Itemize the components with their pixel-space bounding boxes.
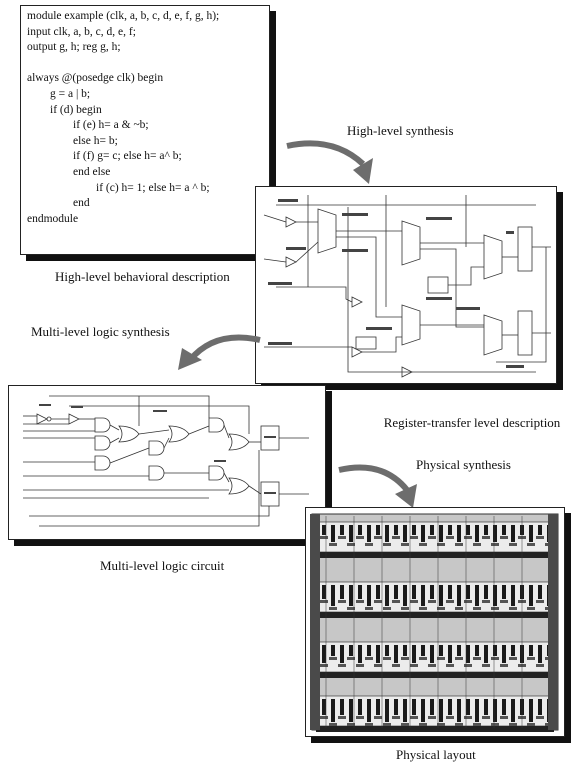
code-line: g = a | b; [27,88,90,100]
code-line: if (c) h= 1; else h= a ^ b; [27,182,210,194]
logic-circuit-label: Multi-level logic circuit [100,558,224,574]
code-line: end else [27,166,110,178]
high-level-synthesis-label: High-level synthesis [347,123,454,139]
verilog-code: module example (clk, a, b, c, d, e, f, g… [21,6,269,230]
curved-arrow-icon [160,330,270,380]
code-line: if (d) begin [27,104,102,116]
physical-layout-label: Physical layout [396,747,476,763]
layout-drawing [306,508,564,736]
code-line: else h= b; [27,135,118,147]
curved-arrow-icon [283,140,393,190]
rtl-diagram-panel [255,186,557,384]
code-line: if (f) g= c; else h= a^ b; [27,150,182,162]
logic-circuit-panel [8,385,326,540]
logic-schematic [9,386,325,539]
curved-arrow-icon [335,462,435,512]
rtl-schematic [256,187,556,383]
code-line: module example (clk, a, b, c, d, e, f, g… [27,10,219,22]
code-line: always @(posedge clk) begin [27,72,163,84]
multi-level-synthesis-label: Multi-level logic synthesis [31,324,170,340]
physical-layout-panel [305,507,565,737]
behavioral-code-panel: module example (clk, a, b, c, d, e, f, g… [20,5,270,255]
code-line: if (e) h= a & ~b; [27,119,149,131]
rtl-description-label: Register-transfer level description [384,415,561,431]
code-line: output g, h; reg g, h; [27,41,121,53]
code-line: end [27,197,90,209]
behavioral-description-label: High-level behavioral description [55,269,230,285]
code-line: endmodule [27,213,78,225]
code-line: input clk, a, b, c, d, e, f; [27,26,136,38]
